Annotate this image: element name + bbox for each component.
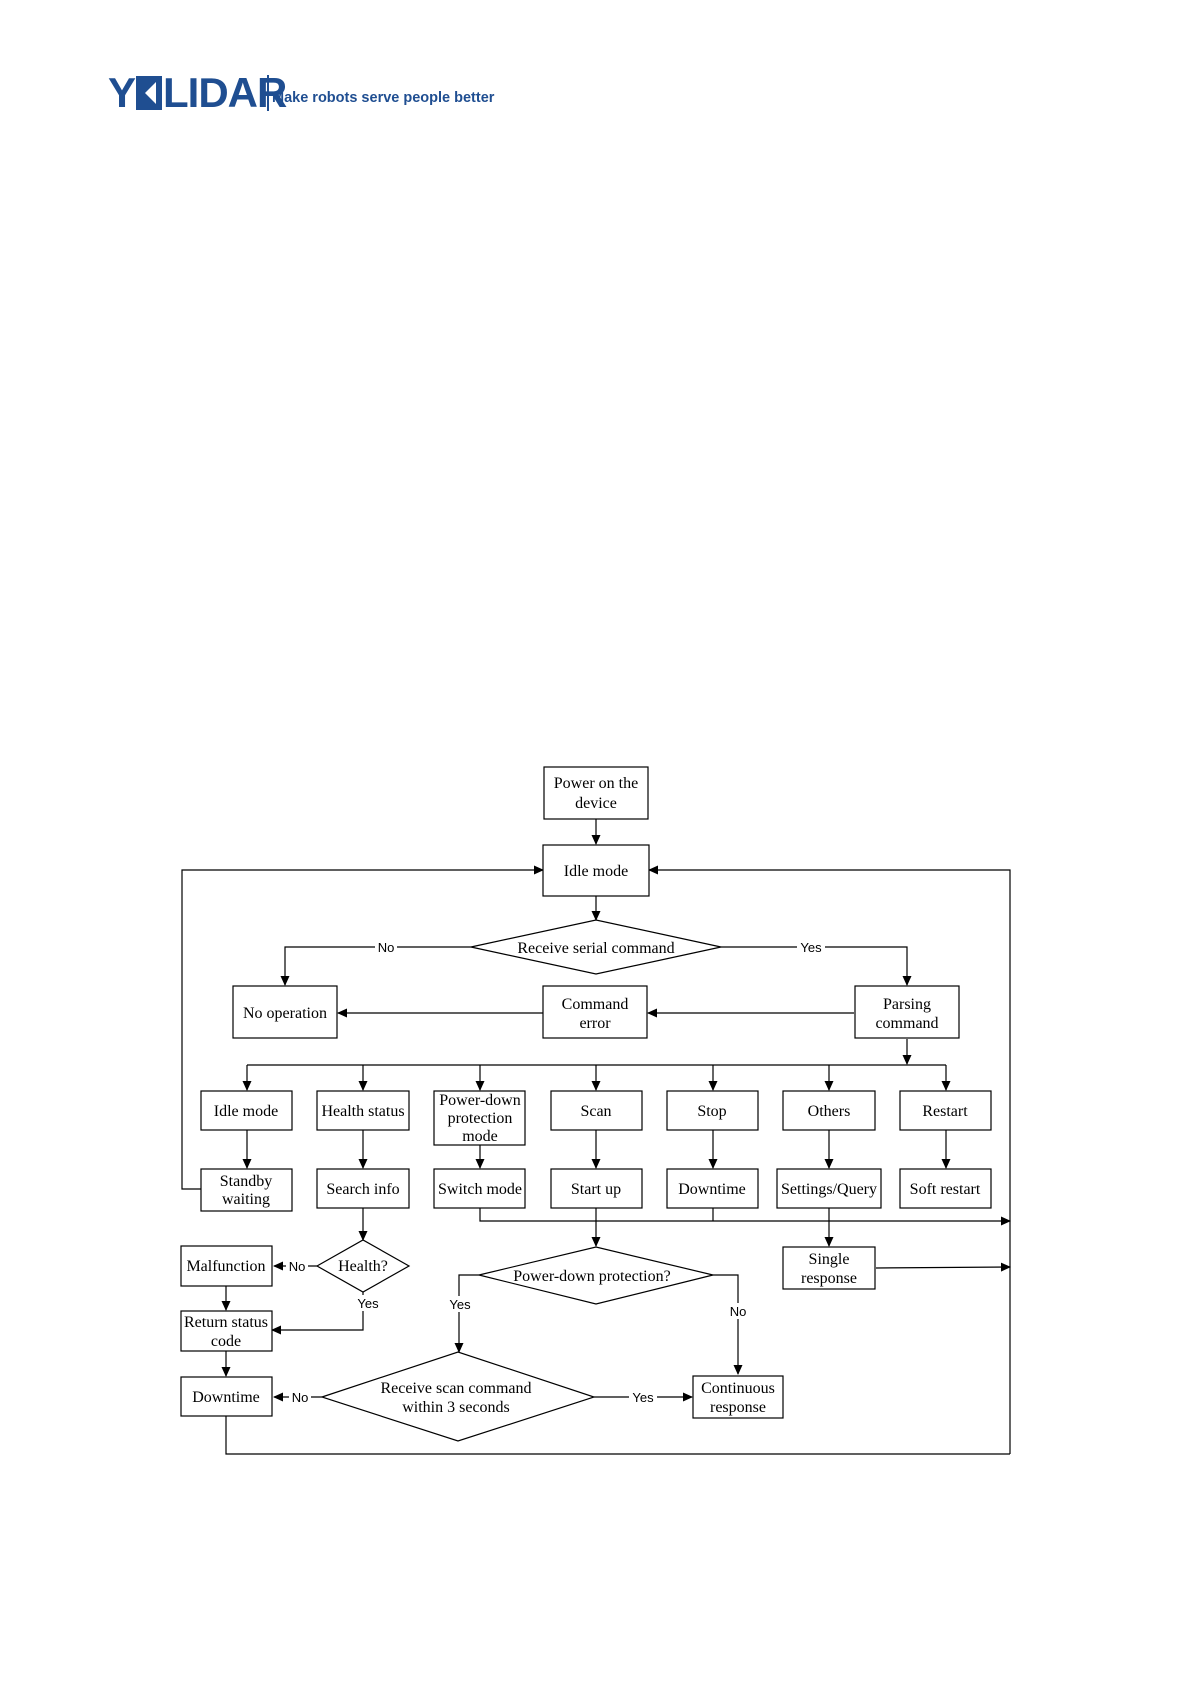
arrow-receive-yes <box>721 946 912 986</box>
decision-receive-serial: Receive serial command <box>470 919 722 975</box>
label-health-yes: Yes <box>357 1296 379 1311</box>
node-downtime-mid: Downtime <box>666 1168 759 1209</box>
node-idle-mode-top: Idle mode <box>542 844 650 897</box>
svg-text:command: command <box>875 1015 938 1032</box>
node-parsing-command: Parsing command <box>854 985 960 1039</box>
svg-text:response: response <box>710 1399 766 1416</box>
svg-text:Malfunction: Malfunction <box>186 1258 265 1275</box>
node-single-response: Single response <box>782 1246 876 1290</box>
node-cmd-stop: Stop <box>666 1090 759 1131</box>
label-receive-yes: Yes <box>800 940 822 955</box>
label-scan3s-no: No <box>292 1390 309 1405</box>
label-pdq-yes: Yes <box>449 1297 471 1312</box>
flowchart-connectors <box>181 819 1011 1455</box>
svg-text:Command: Command <box>562 996 629 1013</box>
svg-text:Stop: Stop <box>697 1103 726 1120</box>
logo-tagline: Make robots serve people better <box>272 90 495 106</box>
svg-text:code: code <box>211 1333 241 1350</box>
arrow-standby-to-idle <box>181 865 544 1190</box>
node-power-on: Power on the device <box>543 766 649 820</box>
node-search-info: Search info <box>316 1168 410 1209</box>
decision-receive-scan-3s: Receive scan command within 3 seconds <box>320 1351 596 1442</box>
svg-text:Health status: Health status <box>321 1103 404 1120</box>
svg-text:Power-down protection?: Power-down protection? <box>513 1268 670 1285</box>
svg-text:Settings/Query: Settings/Query <box>781 1181 877 1198</box>
svg-text:Return status: Return status <box>184 1314 268 1331</box>
arrow-switch-to-right <box>479 1208 1011 1226</box>
svg-text:Soft restart: Soft restart <box>910 1181 981 1198</box>
logo-letter-y: Y <box>108 69 136 116</box>
svg-text:Single: Single <box>809 1251 850 1268</box>
svg-text:Search info: Search info <box>326 1181 399 1198</box>
node-standby-waiting: Standby waiting <box>200 1168 293 1212</box>
logo-mark-icon <box>136 76 163 110</box>
label-receive-no: No <box>378 940 395 955</box>
node-downtime-bottom: Downtime <box>180 1376 273 1417</box>
node-no-operation: No operation <box>232 985 338 1039</box>
arrow-pdq-no <box>713 1274 743 1375</box>
logo-separator <box>267 75 269 111</box>
line-downtime-loop <box>225 1416 1010 1455</box>
svg-text:Receive serial command: Receive serial command <box>517 940 674 957</box>
node-cmd-scan: Scan <box>550 1090 643 1131</box>
svg-text:Parsing: Parsing <box>883 996 931 1013</box>
node-cmd-restart: Restart <box>899 1090 992 1131</box>
node-cmd-others: Others <box>782 1090 876 1131</box>
node-switch-mode: Switch mode <box>433 1168 526 1209</box>
svg-text:error: error <box>579 1015 611 1032</box>
svg-text:Power on the: Power on the <box>554 775 638 792</box>
ydlidar-logo: Y LIDAR Make robots serve people better <box>108 72 528 114</box>
svg-text:No operation: No operation <box>243 1005 327 1022</box>
arrow-right-loop-to-idle <box>648 865 1011 1454</box>
label-scan3s-yes: Yes <box>632 1390 654 1405</box>
svg-text:Downtime: Downtime <box>678 1181 746 1198</box>
svg-text:Restart: Restart <box>922 1103 968 1120</box>
svg-text:mode: mode <box>462 1128 498 1145</box>
edge-labels: No Yes No Yes Yes No Yes No <box>286 939 825 1405</box>
arrow-pdq-yes <box>454 1274 479 1353</box>
svg-text:Start up: Start up <box>571 1181 621 1198</box>
svg-text:Switch mode: Switch mode <box>438 1181 522 1198</box>
label-health-no: No <box>289 1259 306 1274</box>
decision-health: Health? <box>315 1239 411 1293</box>
svg-text:Idle mode: Idle mode <box>564 863 628 880</box>
node-cmd-power-down: Power-down protection mode <box>433 1090 526 1146</box>
node-command-error: Command error <box>542 985 648 1039</box>
node-settings-query: Settings/Query <box>776 1168 882 1209</box>
svg-text:Power-down: Power-down <box>439 1092 520 1109</box>
svg-text:waiting: waiting <box>222 1191 270 1208</box>
svg-text:Standby: Standby <box>220 1173 272 1190</box>
node-malfunction: Malfunction <box>180 1245 273 1287</box>
svg-text:Scan: Scan <box>580 1103 611 1120</box>
arrow-single-to-right <box>875 1262 1011 1272</box>
node-return-status-code: Return status code <box>180 1310 273 1352</box>
node-soft-restart: Soft restart <box>899 1168 992 1209</box>
label-pdq-no: No <box>730 1304 747 1319</box>
svg-text:Continuous: Continuous <box>701 1380 775 1397</box>
svg-text:Downtime: Downtime <box>192 1389 260 1406</box>
svg-text:Others: Others <box>808 1103 851 1120</box>
logo-wordmark: Y LIDAR <box>108 69 287 116</box>
decision-power-down: Power-down protection? <box>478 1246 714 1305</box>
svg-text:Idle mode: Idle mode <box>214 1103 278 1120</box>
node-start-up: Start up <box>550 1168 643 1209</box>
arrow-receive-no <box>280 946 471 986</box>
node-cmd-idle-mode: Idle mode <box>200 1090 293 1131</box>
svg-text:device: device <box>575 795 617 812</box>
node-continuous-response: Continuous response <box>692 1375 784 1419</box>
arrow-health-yes <box>271 1292 364 1335</box>
logo-letters-lidar: LIDAR <box>163 69 287 116</box>
node-cmd-health-status: Health status <box>316 1090 410 1131</box>
svg-text:within 3 seconds: within 3 seconds <box>402 1399 510 1416</box>
svg-text:Receive scan command: Receive scan command <box>380 1380 531 1397</box>
svg-text:response: response <box>801 1270 857 1287</box>
svg-text:protection: protection <box>448 1110 513 1127</box>
svg-text:Health?: Health? <box>338 1258 388 1275</box>
